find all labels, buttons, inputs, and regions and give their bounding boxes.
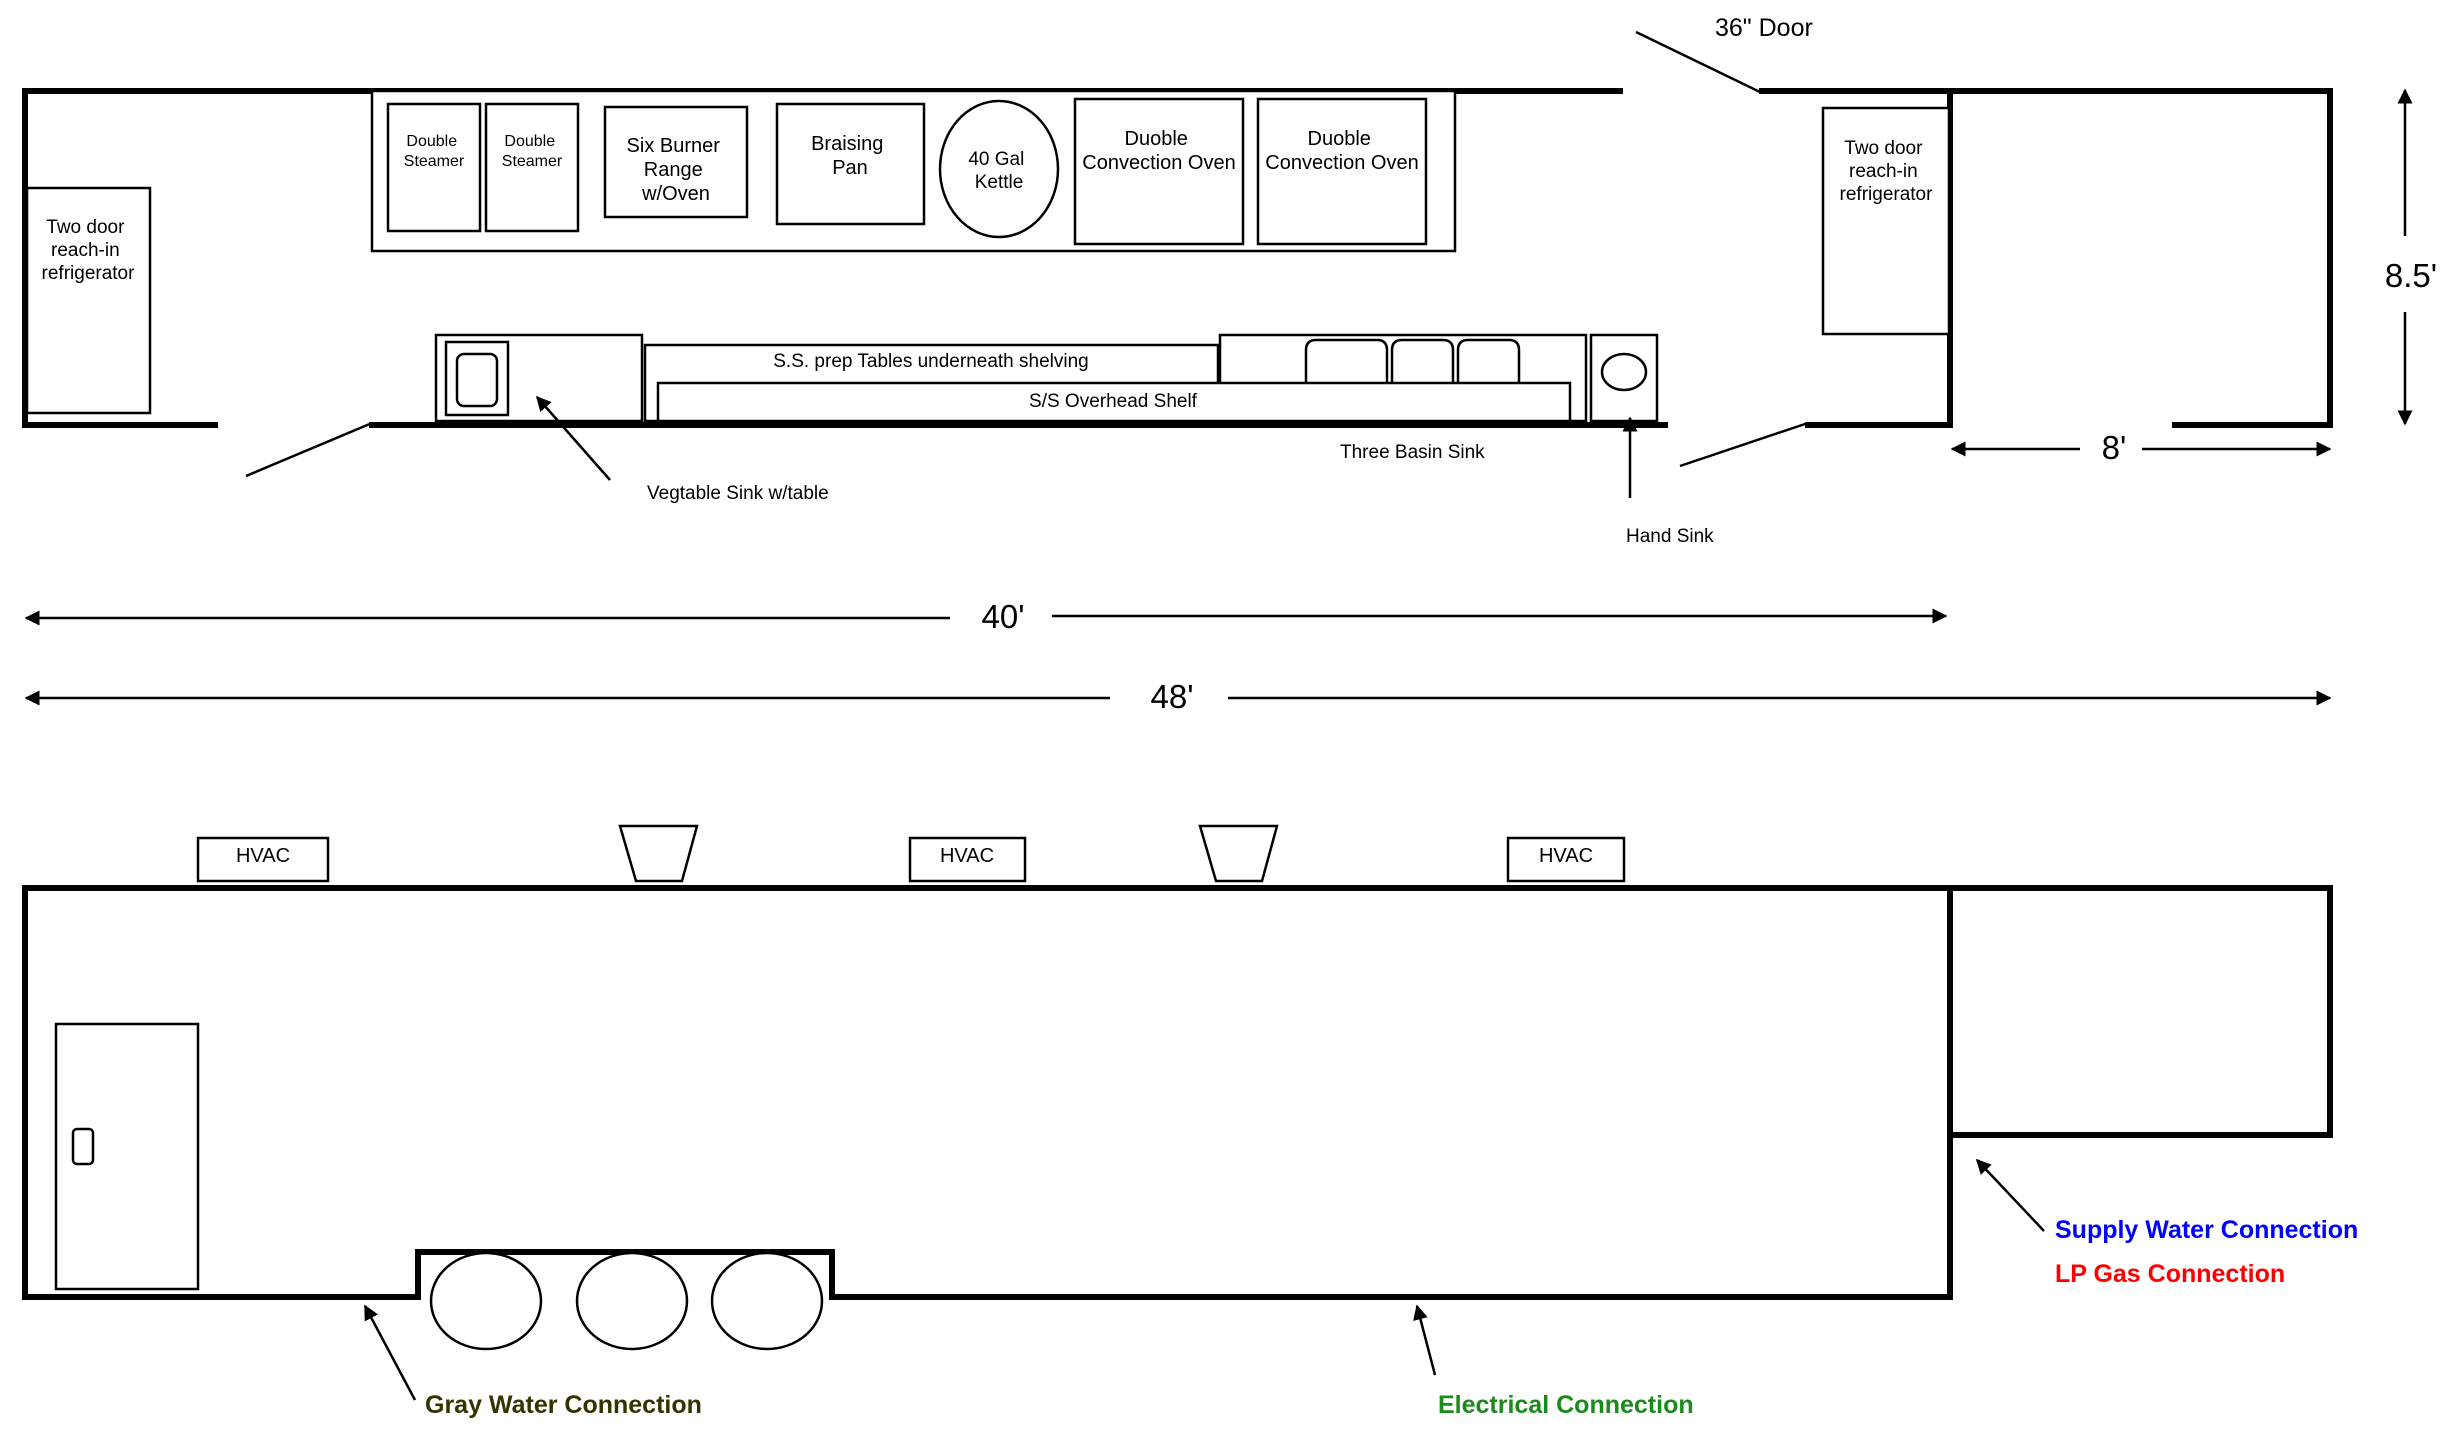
fridge-right-label: Two door reach-in refrigerator [1840, 138, 1934, 205]
hvac-unit-2 [908, 836, 1027, 883]
length-48-label: 48' [1150, 678, 1193, 715]
electrical-arrow [1413, 1304, 1437, 1376]
width-dim-label: 8' [2102, 429, 2127, 466]
hvac-unit-3 [1506, 836, 1626, 883]
range-label: Six Burner Range w/Oven [627, 135, 726, 205]
electrical-label: Electrical Connection [1438, 1391, 1694, 1419]
braising-pan-label: Braising Pan [811, 133, 889, 179]
vegetable-sink-basin-inner [455, 352, 499, 408]
wheel-3 [710, 1251, 824, 1351]
three-basin-sink-label: Three Basin Sink [1340, 442, 1485, 463]
supply-water-arrow [1975, 1158, 2045, 1232]
steamer-2-label: Double Steamer [502, 133, 563, 170]
convection-oven-1 [1073, 97, 1245, 246]
fridge-left-label: Two door reach-in refrigerator [42, 217, 136, 284]
hand-sink-label: Hand Sink [1626, 526, 1714, 547]
steamer-1-label: Double Steamer [404, 133, 465, 170]
vegetable-sink-arrow [536, 395, 611, 481]
floor-plan: 36" Door Two door reach-in refrigerator … [22, 14, 2437, 715]
wheel-2 [575, 1251, 689, 1351]
hitch-compartment [1947, 885, 2333, 1138]
sink-basin-2 [1390, 338, 1455, 384]
sink-basin-1 [1304, 338, 1389, 384]
door-swing-top [1635, 30, 1761, 94]
gray-water-arrow [363, 1304, 417, 1401]
side-elevation: HVAC HVAC HVAC Gray Water Connection Ele… [22, 824, 2358, 1419]
hvac-unit-2-label: HVAC [940, 845, 994, 867]
supply-water-label: Supply Water Connection [2055, 1216, 2358, 1244]
fridge-right [1821, 106, 1951, 336]
convection-oven-1-label: Duoble Convection Oven [1082, 128, 1235, 174]
range-with-oven [603, 105, 749, 219]
steamer-2 [484, 102, 580, 233]
braising-pan [775, 102, 926, 226]
door-swing-bottom-left [245, 421, 373, 478]
roof-vent-2 [1198, 824, 1279, 883]
hvac-unit-3-label: HVAC [1539, 845, 1593, 867]
fridge-left [25, 186, 152, 415]
steamer-1 [386, 102, 482, 233]
overhead-shelf-label: S/S Overhead Shelf [1029, 391, 1198, 412]
roof-vent-1 [618, 824, 699, 883]
lp-gas-label: LP Gas Connection [2055, 1260, 2285, 1288]
plan-left-wall [22, 88, 218, 428]
prep-tables-label: S.S. prep Tables underneath shelving [773, 351, 1088, 372]
hvac-unit-1-label: HVAC [236, 845, 290, 867]
door-swing-bottom-right [1679, 421, 1809, 468]
sink-basin-3 [1456, 338, 1521, 384]
hvac-unit-1 [196, 836, 330, 883]
height-dim-label: 8.5' [2385, 257, 2437, 294]
trailer-body-outline [22, 885, 1953, 1300]
plan-top-wall-right [1759, 88, 2333, 428]
vegetable-sink-label: Vegtable Sink w/table [647, 483, 829, 504]
gray-water-label: Gray Water Connection [425, 1391, 702, 1419]
kettle [938, 99, 1060, 239]
side-door-handle [71, 1127, 95, 1166]
door-label: 36" Door [1715, 14, 1813, 42]
length-40-label: 40' [981, 598, 1024, 635]
kettle-label: 40 Gal Kettle [968, 149, 1029, 193]
hand-sink-basin [1600, 352, 1648, 392]
wheel-1 [429, 1251, 543, 1351]
convection-oven-2 [1256, 97, 1428, 246]
overhead-shelf [656, 381, 1572, 423]
convection-oven-2-label: Duoble Convection Oven [1265, 128, 1418, 174]
